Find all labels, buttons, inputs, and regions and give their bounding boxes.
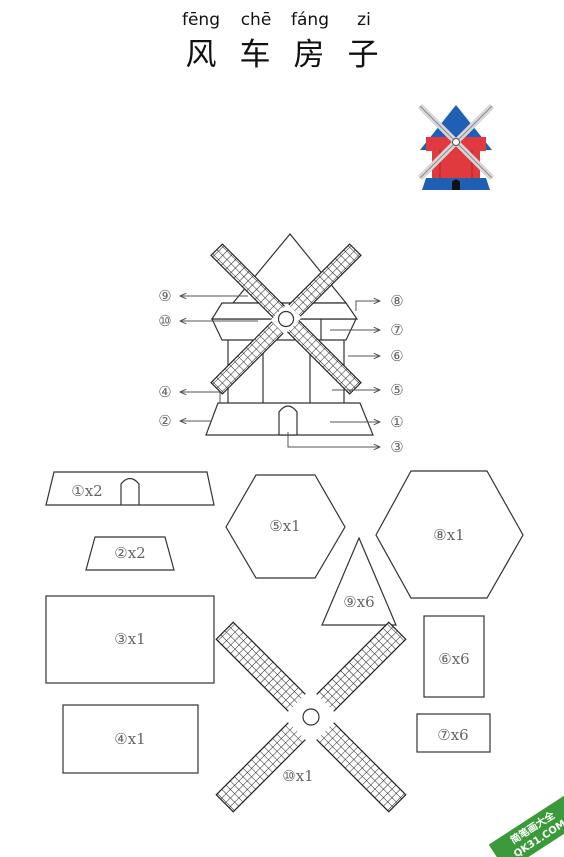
- piece-2: ②x2: [85, 536, 175, 571]
- pinyin-feng: fēng: [182, 10, 220, 30]
- pinyin-fang: fáng: [291, 10, 329, 30]
- piece-10: ⑩x1: [215, 621, 407, 813]
- assembled-windmill: [205, 233, 374, 436]
- callout-arrows: [180, 296, 380, 447]
- title-char-zi: 子: [348, 37, 379, 73]
- piece-6: ⑥x6: [423, 615, 485, 698]
- arrow-icon: [355, 301, 380, 311]
- piece-6-label: ⑥x6: [438, 650, 469, 668]
- base-door: [278, 405, 298, 436]
- piece-4: ④x1: [62, 704, 199, 774]
- callout-4: ④: [158, 383, 171, 401]
- callout-6: ⑥: [390, 347, 403, 365]
- title-char-feng: 风: [186, 37, 217, 73]
- watermark-logo: 简笔画大全 QK31.COM: [488, 794, 564, 857]
- piece-1: ①x2: [45, 471, 215, 506]
- piece-5-label: ⑤x1: [269, 517, 300, 535]
- title-char-fang: 房: [294, 37, 325, 73]
- sail-hub: [277, 310, 295, 328]
- callout-9: ⑨: [158, 287, 171, 305]
- piece-9: ⑨x6: [321, 536, 397, 626]
- pinyin-che: chē: [241, 10, 272, 30]
- title-char-che: 车: [240, 37, 271, 73]
- callout-10: ⑩: [158, 312, 171, 330]
- piece-10-label: ⑩x1: [282, 767, 313, 785]
- piece-3: ③x1: [45, 595, 215, 684]
- pinyin-zi: zi: [357, 10, 371, 30]
- callout-7: ⑦: [390, 321, 403, 339]
- piece-4-label: ④x1: [114, 730, 145, 748]
- piece-3-label: ③x1: [114, 630, 145, 648]
- piece-5: ⑤x1: [225, 474, 346, 579]
- callout-3: ③: [390, 438, 403, 456]
- callout-2: ②: [158, 412, 171, 430]
- callout-5: ⑤: [390, 381, 403, 399]
- arrow-icon: [180, 392, 221, 403]
- piece-7-label: ⑦x6: [437, 726, 468, 744]
- piece-7: ⑦x6: [416, 713, 491, 753]
- piece-1-label: ①x2: [71, 482, 102, 500]
- callout-1: ①: [390, 413, 403, 431]
- piece-9-label: ⑨x6: [343, 593, 374, 611]
- piece-2-label: ②x2: [114, 544, 145, 562]
- piece-10-hub: [302, 708, 320, 726]
- arrow-icon: [287, 432, 380, 447]
- callout-8: ⑧: [390, 292, 403, 310]
- piece-8: ⑧x1: [375, 470, 524, 599]
- piece-8-label: ⑧x1: [433, 526, 464, 544]
- windmill-preview-icon: [417, 103, 495, 190]
